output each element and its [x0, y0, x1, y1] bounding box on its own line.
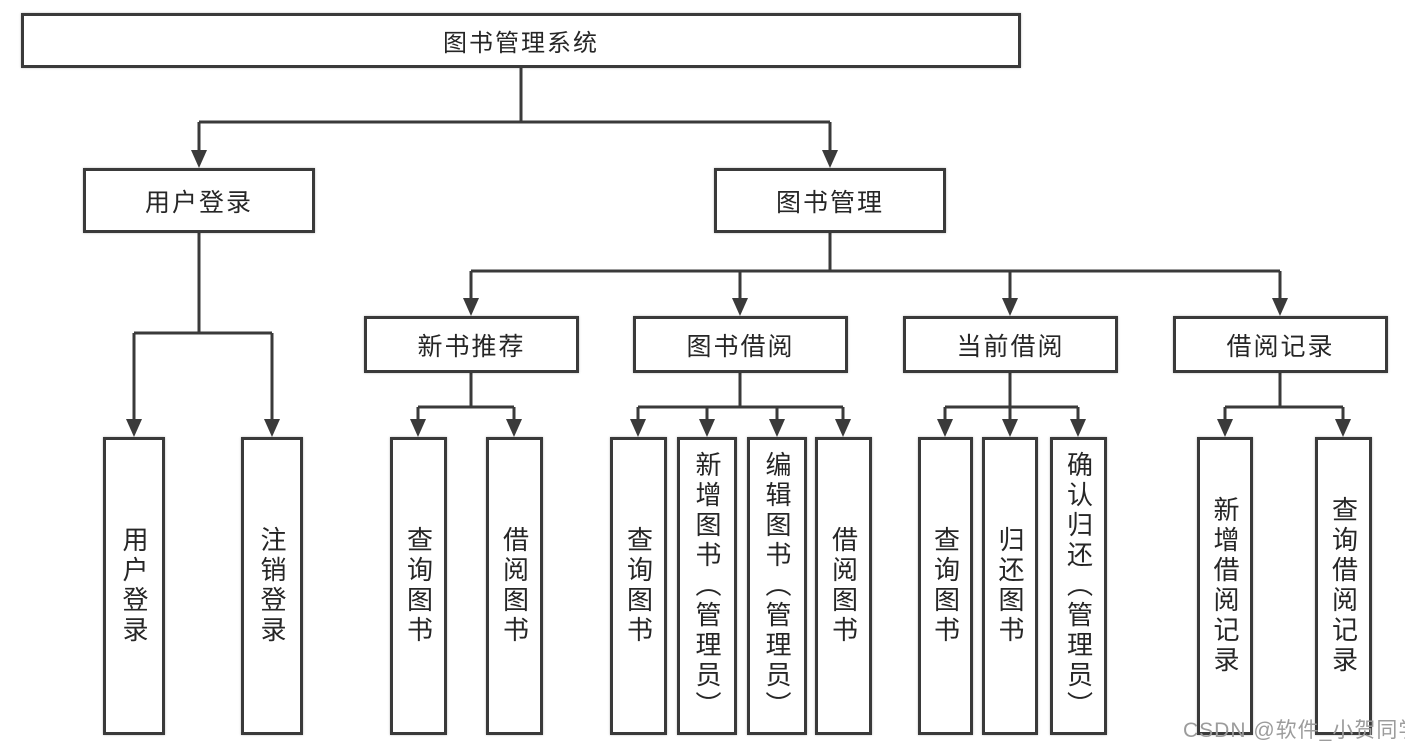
- node-leaf-user-login: 用户登录: [103, 437, 165, 735]
- node-leaf-return-books: 归还图书: [982, 437, 1038, 735]
- node-borrow-records: 借阅记录: [1173, 316, 1388, 373]
- node-new-book-recommend: 新书推荐: [364, 316, 579, 373]
- node-leaf-logout: 注销登录: [241, 437, 303, 735]
- node-leaf-edit-books-admin: 编辑图书（管理员）: [747, 437, 807, 735]
- node-leaf-query-books-2: 查询图书: [610, 437, 667, 735]
- node-user-login: 用户登录: [83, 168, 315, 233]
- node-leaf-query-books-3: 查询图书: [918, 437, 973, 735]
- node-leaf-query-borrow-record: 查询借阅记录: [1315, 437, 1372, 735]
- node-leaf-borrow-books-2: 借阅图书: [815, 437, 872, 735]
- node-current-borrow: 当前借阅: [903, 316, 1118, 373]
- csdn-watermark: CSDN @软件_小贺同学: [1183, 719, 1405, 742]
- node-leaf-borrow-books-1: 借阅图书: [486, 437, 543, 735]
- node-leaf-confirm-return-admin: 确认归还（管理员）: [1050, 437, 1107, 735]
- node-book-borrow: 图书借阅: [633, 316, 848, 373]
- node-book-management: 图书管理: [714, 168, 946, 233]
- node-leaf-add-books-admin: 新增图书（管理员）: [677, 437, 737, 735]
- node-library-management-system: 图书管理系统: [21, 13, 1021, 68]
- node-leaf-add-borrow-record: 新增借阅记录: [1197, 437, 1253, 735]
- node-leaf-query-books-1: 查询图书: [390, 437, 447, 735]
